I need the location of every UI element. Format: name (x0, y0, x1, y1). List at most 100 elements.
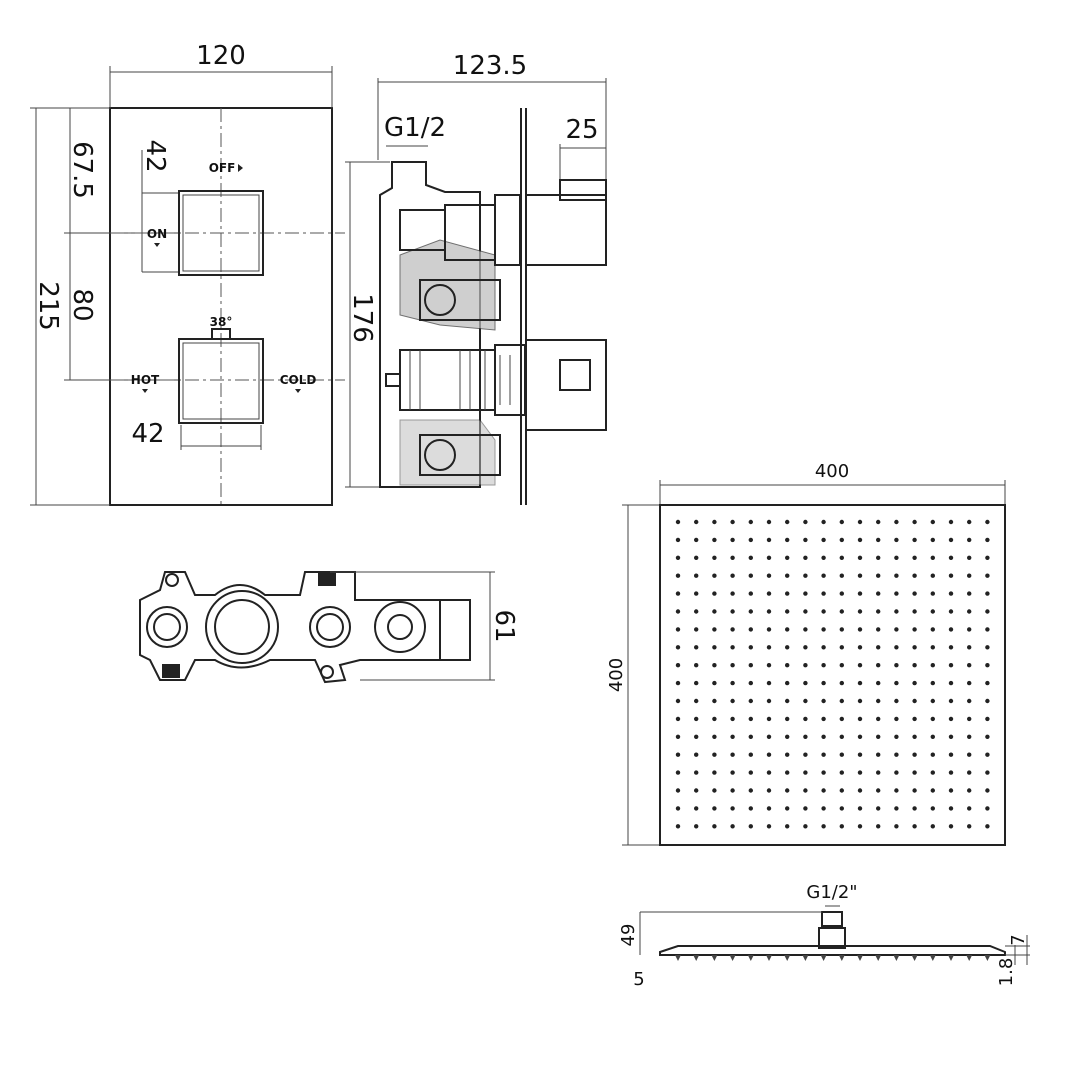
nozzle-dot (803, 680, 808, 686)
nozzle-dot (930, 627, 935, 632)
nozzle-dot (821, 716, 826, 722)
nozzle-dot (712, 537, 717, 543)
nozzle-dot (803, 824, 808, 829)
nozzle-dot (985, 573, 990, 578)
nozzle-dot (985, 591, 990, 596)
cold-label: COLD (280, 373, 317, 387)
nozzle-dot (748, 627, 753, 632)
nozzle-dot (803, 591, 808, 596)
nozzle-dot (803, 752, 808, 757)
nozzle-dot (839, 591, 844, 596)
nozzle-dot (785, 806, 790, 811)
nozzle-dot (675, 627, 681, 632)
nozzle-dot (948, 573, 954, 578)
nozzle-dot (857, 663, 863, 668)
nozzle-dot (766, 645, 772, 650)
nozzle-dot (748, 680, 753, 686)
nozzle-dot (712, 573, 717, 578)
dim-height-label: 215 (33, 281, 63, 331)
nozzle-dot (948, 752, 954, 757)
nozzle-dot (821, 752, 826, 757)
nozzle-dot (694, 627, 699, 632)
nozzle-dot (985, 770, 990, 775)
nozzle-dot (766, 573, 772, 578)
on-arrow-icon (154, 243, 160, 247)
nozzle-dot (766, 752, 772, 757)
nozzle-dot (712, 609, 717, 614)
nozzle-dot (912, 537, 917, 543)
valve-body-outline (139, 571, 471, 684)
dim-head-width-label: 400 (815, 461, 849, 482)
nozzle-dot (948, 680, 954, 686)
nozzle-dot (876, 573, 881, 578)
nozzle-dot (730, 806, 735, 811)
nozzle-dot (985, 788, 990, 793)
nozzle-dot (821, 573, 826, 578)
nozzle-dot (785, 555, 790, 560)
nozzle-dot (730, 698, 735, 704)
nozzle-dot (894, 591, 899, 596)
side-nozzle (802, 955, 809, 961)
dim-head-height-label: 400 (606, 658, 627, 692)
nozzle-dot (839, 519, 844, 525)
nozzle-dot (948, 770, 954, 775)
ball-joint (821, 911, 843, 927)
nozzle-dot (730, 537, 735, 543)
nozzle-dot (712, 663, 717, 668)
on-label: ON (147, 227, 167, 241)
nozzle-dot (694, 609, 699, 614)
nozzle-dot (894, 698, 899, 704)
cartridge-teeth (409, 350, 511, 410)
flow-knob[interactable] (178, 190, 264, 276)
nozzle-dot (785, 663, 790, 668)
nozzle-dot (748, 806, 753, 811)
nozzle-dot (930, 680, 935, 686)
nozzle-dot (876, 555, 881, 560)
side-section-view: 123.5 G1/2 25 176 (345, 51, 607, 505)
dim-inlet-label: G1/2 (384, 113, 446, 143)
nozzle-dot (930, 591, 935, 596)
nozzle-dot (912, 680, 917, 686)
nozzle-dot (694, 698, 699, 704)
nozzle-dot (967, 770, 972, 775)
nozzle-dot (912, 609, 917, 614)
nozzle-dot (839, 770, 844, 775)
nozzle-dot (930, 573, 935, 578)
nozzle-dot (985, 627, 990, 632)
nozzle-dot (785, 627, 790, 632)
nozzle-dot (694, 645, 699, 650)
nozzle-dot (821, 770, 826, 775)
nozzle-dot (912, 824, 917, 829)
nozzle-dot (730, 680, 735, 686)
nozzle-dot (912, 663, 917, 668)
nozzle-dot (730, 752, 735, 757)
nozzle-dot (694, 519, 699, 525)
nozzle-dot (712, 627, 717, 632)
nozzle-dot (930, 555, 935, 560)
nozzle-dot (948, 609, 954, 614)
hot-arrow-icon (142, 389, 148, 393)
nozzle-dot (748, 770, 753, 775)
nozzle-dot (876, 663, 881, 668)
nozzle-dot (675, 716, 681, 722)
nozzle-dot (785, 698, 790, 704)
nozzle-dot (985, 680, 990, 686)
nozzle-dot (821, 537, 826, 543)
side-nozzle (893, 955, 900, 961)
nozzle-dot (748, 824, 753, 829)
nozzle-dot (730, 609, 735, 614)
nozzle-dot (930, 752, 935, 757)
nozzle-dot (948, 698, 954, 704)
nozzle-dot (985, 716, 990, 722)
nozzle-dot (894, 537, 899, 543)
nozzle-dot (912, 591, 917, 596)
thermostatic-handle-section (525, 339, 607, 431)
nozzle-dot (821, 519, 826, 525)
nozzle-dot (839, 627, 844, 632)
nozzle-dot (967, 788, 972, 793)
nozzle-dot (730, 627, 735, 632)
dim-plate-height-label: 7 (1008, 934, 1029, 945)
nozzle-dot (803, 663, 808, 668)
nozzle-dot (785, 734, 790, 739)
